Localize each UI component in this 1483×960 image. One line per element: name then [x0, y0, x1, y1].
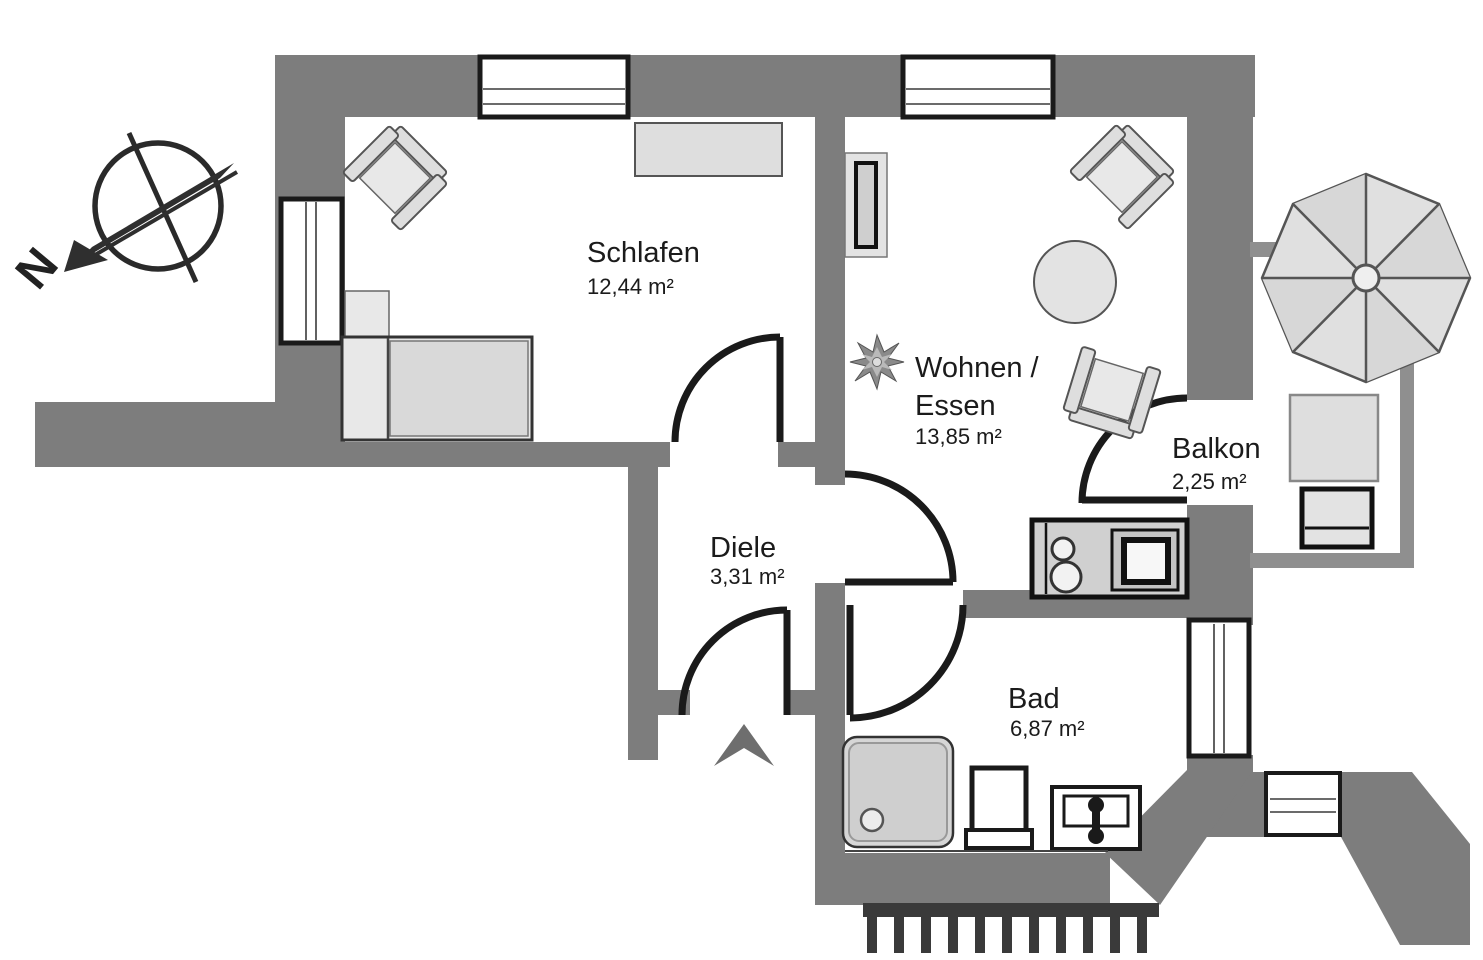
- armchair-icon: [341, 119, 454, 232]
- room-labels: Schlafen 12,44 m² Wohnen / Essen 13,85 m…: [587, 237, 1261, 741]
- wall-entrance-stub: [787, 690, 815, 715]
- bad-fixtures: [841, 735, 1142, 852]
- room-label-schlafen: Schlafen: [587, 237, 700, 269]
- window-corner-small: [1264, 771, 1342, 837]
- doors: [671, 333, 1188, 722]
- door-wohnen: [844, 470, 957, 586]
- wall-diele-left: [628, 467, 658, 760]
- shower-icon: [841, 735, 955, 849]
- room-label-balkon: Balkon: [1172, 433, 1261, 465]
- room-area-diele: 3,31 m²: [710, 564, 785, 589]
- room-area-wohnen: 13,85 m²: [915, 424, 1002, 449]
- toilet-icon: [964, 765, 1034, 850]
- door-bad: [846, 604, 967, 722]
- room-area-balkon: 2,25 m²: [1172, 469, 1247, 494]
- wall-right-upper: [1187, 55, 1253, 400]
- room-label-wohnen-line1: Wohnen /: [915, 352, 1040, 384]
- door-entrance: [678, 606, 791, 716]
- door-schlafen: [671, 333, 784, 443]
- window-schlafen-top: [477, 54, 631, 120]
- fence: [863, 903, 1159, 953]
- room-area-schlafen: 12,44 m²: [587, 274, 674, 299]
- balcony-table-icon: [1288, 393, 1380, 483]
- wall-schlafen-wohnen: [815, 115, 845, 485]
- wardrobe-icon: [634, 122, 783, 177]
- wall-diagonal-corner: [1341, 772, 1470, 945]
- armchair-icon: [1068, 118, 1181, 231]
- wall-diagonal-band: [1105, 770, 1253, 905]
- compass-icon: N: [6, 131, 239, 299]
- entrance-arrow-icon: [714, 724, 774, 766]
- tv-sideboard-icon: [844, 152, 888, 258]
- armchair-icon: [1059, 345, 1162, 443]
- cooktop-burner-icon: [1050, 536, 1076, 562]
- balcony-chair-icon: [1299, 486, 1375, 550]
- railing-bottom: [1250, 553, 1414, 568]
- wohnen-furniture: [844, 118, 1190, 600]
- wall-diele-right: [815, 583, 845, 858]
- round-table-icon: [1033, 240, 1117, 324]
- wall-right-mid: [1187, 505, 1253, 625]
- room-label-diele: Diele: [710, 532, 776, 564]
- window-wohnen-top: [900, 54, 1056, 120]
- bed-icon: [340, 335, 534, 442]
- compass-north-label: N: [6, 238, 69, 299]
- wall-top: [275, 55, 1255, 117]
- plant-icon: [849, 333, 905, 391]
- window-schlafen-left: [278, 196, 345, 346]
- walls: [35, 55, 1470, 945]
- wall-bad-bottom: [815, 853, 1110, 905]
- windows: [278, 54, 1342, 837]
- kitchenette-icon: [1029, 517, 1190, 600]
- window-bad-right: [1186, 617, 1252, 759]
- parasol-icon: [1260, 172, 1472, 384]
- cooktop-burner-icon: [1049, 560, 1083, 594]
- washbasin-icon: [1050, 785, 1142, 851]
- nightstand-icon: [344, 290, 390, 338]
- schlafen-furniture: [340, 119, 783, 442]
- wall-schlafen-bottom: [345, 442, 670, 467]
- balcony-furniture: [1260, 172, 1472, 550]
- wall-wing-left: [35, 402, 275, 467]
- room-label-wohnen-line2: Essen: [915, 390, 996, 422]
- room-label-bad: Bad: [1008, 683, 1060, 715]
- room-area-bad: 6,87 m²: [1010, 716, 1085, 741]
